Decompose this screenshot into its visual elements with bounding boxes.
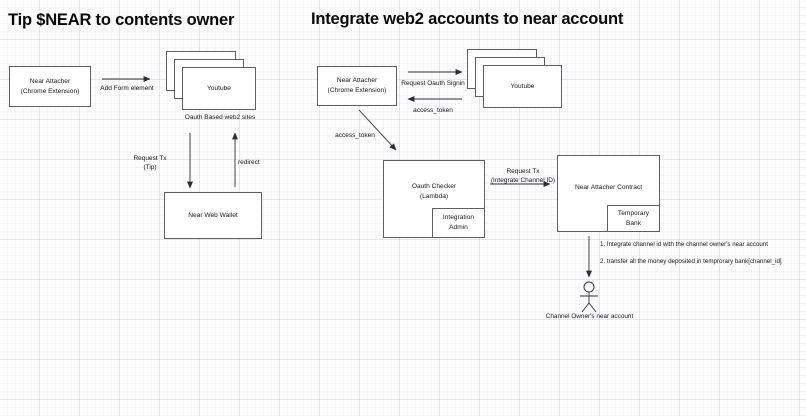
label-access-token-diagonal: access_token [335, 132, 375, 139]
label-channel-owner-near-account: Channel Owner's near account [545, 313, 634, 320]
box-near-web-wallet-text: Near Web Wallet [188, 211, 238, 219]
box-near-attacher-contract-text: Near Attacher Contract [574, 183, 643, 191]
label-access-token-top: access_token [413, 107, 453, 114]
box-right-near-attacher[interactable]: Near Attacher (Chrome Extension) [317, 66, 397, 106]
box-right-near-attacher-text: Near Attacher (Chrome Extension) [325, 76, 390, 95]
request-tx-tip-line1: Request Tx [133, 155, 167, 162]
box-temporary-bank-text: Temporary Bank [617, 209, 650, 227]
label-request-tx-tip: Request Tx (Tip) [124, 154, 176, 172]
right-near-attacher-line1: Near Attacher [336, 77, 378, 85]
left-near-attacher-line2: (Chrome Extension) [20, 87, 80, 95]
page-title-left: Tip $NEAR to contents owner [8, 11, 235, 29]
label-add-form-element: Add Form element [100, 85, 154, 92]
right-near-attacher-line2: (Chrome Extension) [327, 87, 387, 94]
arrow-access-token-diagonal [358, 109, 397, 151]
oauth-checker-line1: Oauth Checker [411, 183, 457, 191]
oauth-checker-line2: (Lambda) [419, 193, 449, 200]
box-left-near-attacher-text: Near Attacher (Chrome Extension) [18, 77, 83, 96]
request-tx-tip-line2: (Tip) [143, 164, 157, 172]
note-transfer-money: 2. transfer all the money deposited in t… [600, 258, 782, 265]
box-temporary-bank[interactable]: Temporary Bank [607, 205, 660, 232]
request-tx-line2: (Integrate Channel ID) [490, 177, 556, 185]
caption-oauth-based-web2-sites: Oauth Based web2 sites [184, 114, 256, 121]
page-title-right: Integrate web2 accounts to near account [311, 10, 624, 28]
box-left-youtube[interactable]: Youtube [182, 67, 256, 110]
label-request-oauth-signin: Request Oauth Signin [401, 80, 465, 87]
request-tx-line1: Request Tx [506, 168, 540, 175]
box-integration-admin[interactable]: Integration Admin [432, 208, 485, 238]
box-oauth-checker-text: Oauth Checker (Lambda) [409, 182, 459, 201]
label-redirect: redirect [238, 159, 260, 166]
label-request-tx-integrate-channel-id: Request Tx (Integrate Channel ID) [489, 167, 557, 185]
box-right-youtube-text: Youtube [510, 82, 535, 90]
stick-figure-actor-icon [580, 281, 598, 313]
box-right-youtube[interactable]: Youtube [483, 65, 562, 108]
box-left-youtube-text: Youtube [207, 84, 231, 92]
box-left-near-attacher[interactable]: Near Attacher (Chrome Extension) [9, 66, 91, 107]
box-near-web-wallet[interactable]: Near Web Wallet [164, 192, 262, 239]
box-integration-admin-text: Integration Admin [442, 214, 475, 231]
left-near-attacher-line1: Near Attacher [29, 77, 71, 85]
note-integrate-channel-id: 1. Integrate channel id with the channel… [600, 241, 769, 248]
